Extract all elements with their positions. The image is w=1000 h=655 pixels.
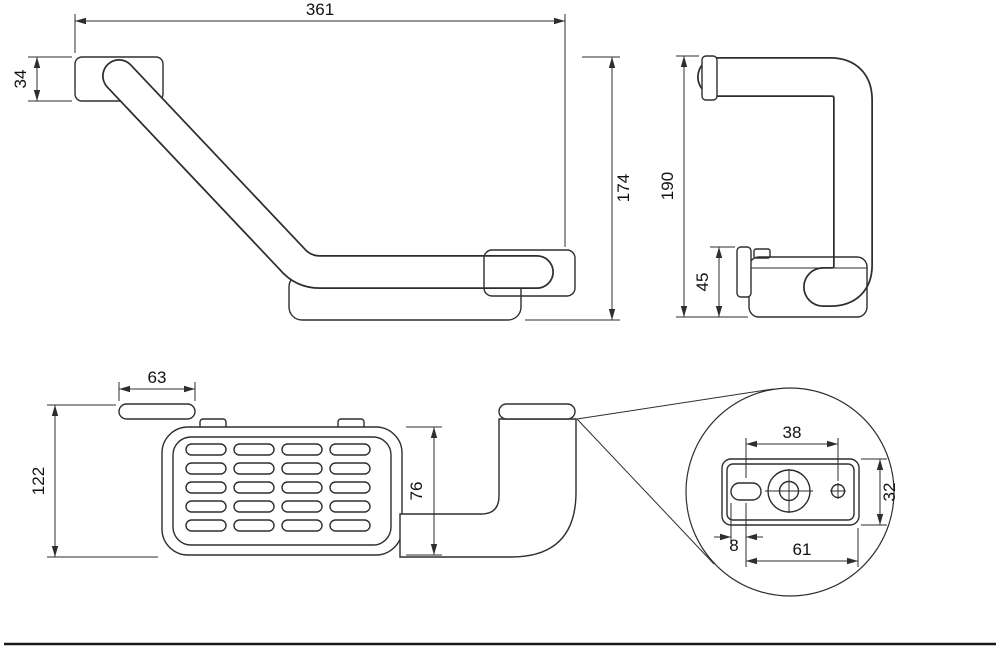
basket-slot bbox=[281, 462, 323, 475]
basket-slot bbox=[329, 462, 371, 475]
dim-label-plan-basket-depth: 76 bbox=[407, 482, 426, 501]
dim-label-front-overall-width: 361 bbox=[306, 0, 334, 19]
detail-leader-line-bottom bbox=[576, 418, 715, 565]
basket-slot bbox=[281, 481, 323, 494]
dim-side-overall-height: 190 bbox=[658, 55, 748, 318]
dim-plan-overall-depth: 122 bbox=[29, 404, 158, 558]
basket-slot bbox=[185, 519, 227, 532]
basket-slot bbox=[185, 462, 227, 475]
basket-slot bbox=[233, 500, 275, 513]
keyhole-slot bbox=[730, 482, 762, 501]
basket-slot bbox=[281, 443, 323, 456]
mount-plate-detail-inner bbox=[726, 463, 855, 521]
dim-label-side-overall-height: 190 bbox=[658, 172, 677, 200]
basket-slot bbox=[329, 443, 371, 456]
wall-plate-plan-right bbox=[498, 403, 576, 420]
wall-plate-side-bottom bbox=[736, 246, 752, 298]
dim-label-front-overall-height: 174 bbox=[614, 174, 633, 202]
wall-plate-side-top bbox=[701, 55, 718, 101]
wall-plate-plan-left bbox=[118, 403, 196, 420]
dim-label-detail-plate-height: 32 bbox=[880, 483, 899, 502]
dim-detail-plate-height: 32 bbox=[861, 458, 899, 526]
dim-plan-basket-depth: 76 bbox=[406, 426, 442, 556]
end-plate-front bbox=[483, 249, 576, 297]
dim-label-plan-plate-width: 63 bbox=[148, 368, 167, 387]
dim-label-detail-slot-width: 8 bbox=[729, 536, 738, 555]
side-view: 190 45 bbox=[658, 55, 873, 318]
dim-label-side-basket-height: 45 bbox=[693, 273, 712, 292]
basket-slot bbox=[329, 500, 371, 513]
basket-slot bbox=[233, 443, 275, 456]
front-view: 361 34 174 bbox=[11, 0, 633, 321]
basket-slot bbox=[233, 481, 275, 494]
basket-slot bbox=[233, 519, 275, 532]
dim-label-detail-plate-width: 61 bbox=[793, 540, 812, 559]
grab-bar-plan bbox=[399, 418, 577, 558]
mount-plate-detail bbox=[721, 458, 860, 526]
dim-label-detail-hole-spacing: 38 bbox=[783, 423, 802, 442]
grab-bar-front-body bbox=[103, 60, 553, 288]
detail-leader-line-top bbox=[576, 388, 774, 420]
detail-circle bbox=[685, 387, 895, 597]
dim-detail-plate-width: 61 bbox=[746, 528, 859, 567]
basket-slot bbox=[329, 519, 371, 532]
dim-detail-slot-width: 8 bbox=[714, 503, 763, 567]
basket-hook-side bbox=[753, 248, 771, 259]
dim-label-front-plate-height: 34 bbox=[11, 70, 30, 89]
dim-front-plate-height: 34 bbox=[11, 56, 72, 102]
basket-slot bbox=[185, 481, 227, 494]
soap-basket-plan-inner-rim bbox=[172, 436, 392, 546]
grab-bar-front-outline bbox=[102, 59, 554, 289]
dim-side-basket-height: 45 bbox=[693, 246, 735, 317]
basket-slot bbox=[185, 443, 227, 456]
detail-view: 38 32 8 61 bbox=[685, 387, 899, 597]
dim-label-plan-overall-depth: 122 bbox=[29, 467, 48, 495]
dim-front-overall-width: 361 bbox=[74, 0, 566, 247]
basket-slot bbox=[281, 500, 323, 513]
basket-slots bbox=[185, 443, 371, 532]
basket-slot bbox=[281, 519, 323, 532]
basket-slot bbox=[329, 481, 371, 494]
soap-basket-plan bbox=[161, 426, 403, 556]
basket-slot bbox=[233, 462, 275, 475]
basket-slot bbox=[185, 500, 227, 513]
plan-view: 63 122 76 bbox=[29, 368, 774, 565]
dim-detail-hole-spacing: 38 bbox=[745, 423, 839, 481]
grab-bar-side-body bbox=[698, 58, 872, 306]
dim-plan-plate-width: 63 bbox=[118, 368, 196, 401]
dim-front-overall-height: 174 bbox=[525, 56, 633, 321]
